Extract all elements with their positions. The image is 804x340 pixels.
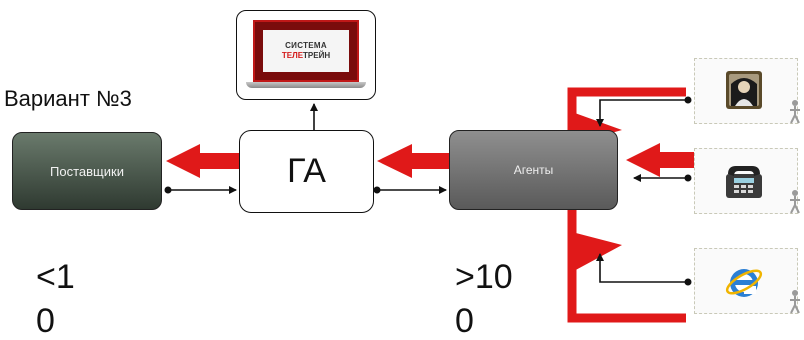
- suppliers-count-top: <1: [36, 258, 75, 296]
- ga-label: ГА: [287, 152, 326, 190]
- brand-line1: СИСТЕМА: [285, 41, 327, 50]
- connector-card1-to-agents: [596, 99, 688, 127]
- agents-count-top: >10: [455, 258, 513, 296]
- ga-node[interactable]: ГА: [239, 130, 374, 213]
- suppliers-label: Поставщики: [50, 163, 124, 179]
- brand-line2: ТЕЛЕТРЕЙН: [282, 51, 330, 61]
- brand-line2-red: ТЕЛЕ: [281, 51, 304, 60]
- brand-logo: СИСТЕМА ТЕЛЕТРЕЙН: [263, 30, 349, 72]
- flow-arrow-ga-to-suppliers: [166, 144, 239, 178]
- agents-count-bottom: 0: [455, 302, 474, 340]
- suppliers-node[interactable]: Поставщики: [12, 132, 162, 210]
- person-icon: [788, 100, 802, 124]
- connector-card3-to-agents: [596, 253, 688, 283]
- person-portrait-icon: [724, 70, 764, 110]
- suppliers-count-bottom: 0: [36, 302, 55, 340]
- laptop-base: [246, 82, 366, 88]
- flow-arrow-agents-to-ga: [377, 144, 449, 178]
- person-icon: [788, 290, 802, 314]
- brand-line2-rest: ТРЕЙН: [303, 51, 331, 60]
- telephone-icon: [724, 162, 764, 202]
- agents-label: Агенты: [513, 163, 554, 177]
- internet-explorer-icon: [724, 262, 764, 302]
- flow-arrow-phone-to-agents: [626, 143, 694, 177]
- agents-node[interactable]: Агенты: [449, 130, 618, 210]
- variant-title: Вариант №3: [4, 86, 132, 111]
- person-icon: [788, 190, 802, 214]
